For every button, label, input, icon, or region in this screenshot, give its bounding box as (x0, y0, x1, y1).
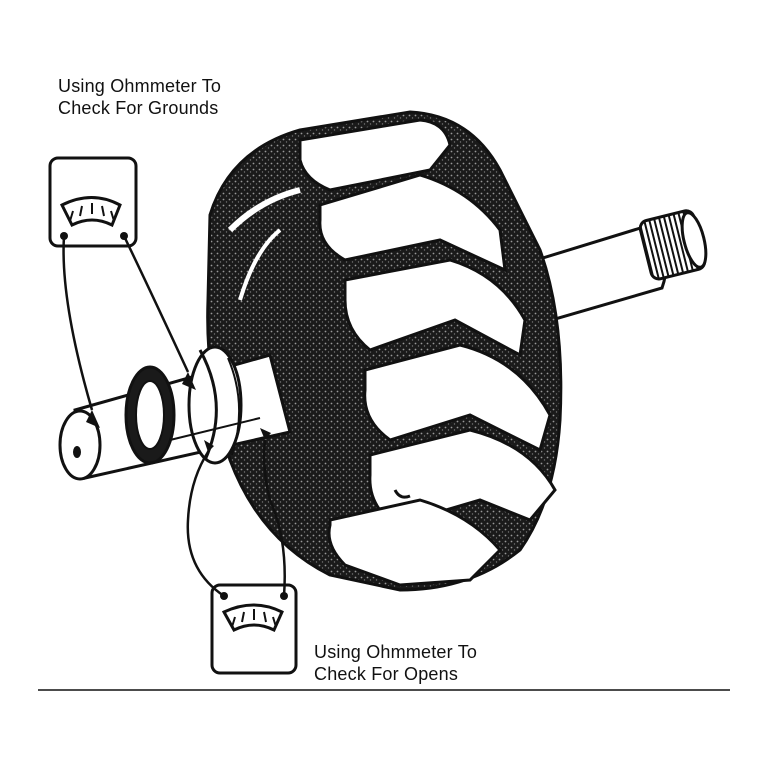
caption-grounds-line1: Using Ohmmeter To (58, 76, 222, 96)
rotor-shaft-rear (517, 209, 708, 324)
probe-tip-ring-a (204, 440, 214, 452)
probe-tip-ring (182, 372, 196, 390)
rotor-shaft-front (58, 345, 292, 481)
caption-opens-line1: Using Ohmmeter To (314, 642, 478, 662)
ohmmeter-opens (210, 583, 298, 675)
ohmmeter-grounds (48, 156, 138, 248)
rotor-pole-body (206, 110, 563, 592)
test-leads-grounds (62, 235, 190, 411)
test-leads-opens (186, 439, 286, 598)
probe-tip-shaft (86, 410, 100, 428)
probe-tip-ring-b (260, 428, 271, 440)
caption-opens-check: Using Ohmmeter To Check For Opens (314, 641, 477, 685)
caption-opens-line2: Check For Opens (314, 664, 459, 684)
caption-grounds-check: Using Ohmmeter To Check For Grounds (58, 75, 221, 119)
caption-grounds-line2: Check For Grounds (58, 98, 219, 118)
